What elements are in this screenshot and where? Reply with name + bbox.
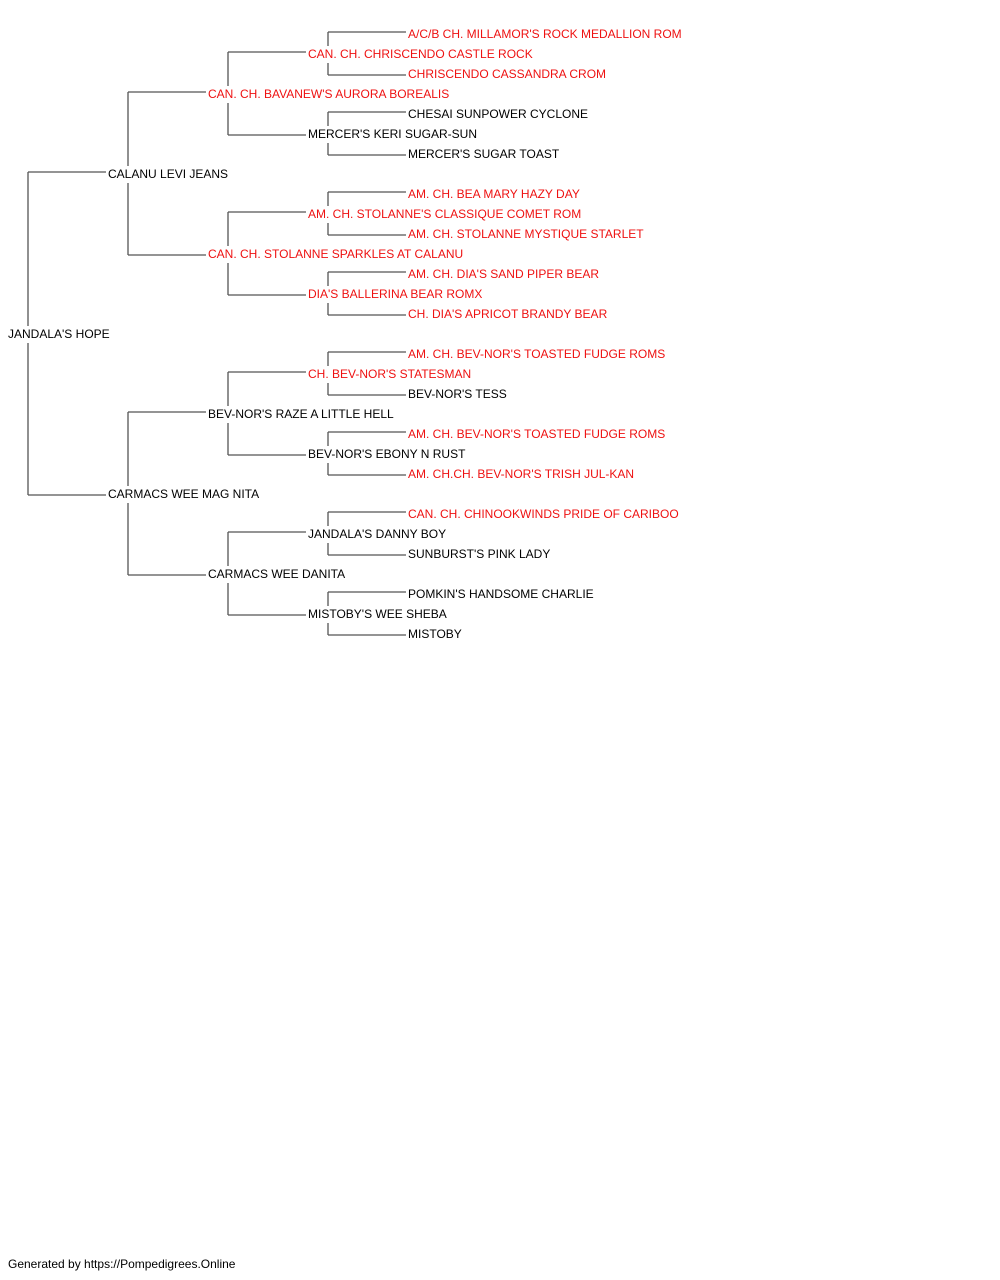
ancestor-name: AM. CH. BEV-NOR'S TOASTED FUDGE ROMS [407, 347, 667, 361]
ancestor-name: CAN. CH. CHRISCENDO CASTLE ROCK [307, 47, 534, 61]
ancestor-name: CAN. CH. CHINOOKWINDS PRIDE OF CARIBOO [407, 507, 680, 521]
ancestor-name: AM. CH. DIA'S SAND PIPER BEAR [407, 267, 600, 281]
ancestor-name: MERCER'S KERI SUGAR-SUN [307, 127, 478, 141]
ancestor-name: AM. CH.CH. BEV-NOR'S TRISH JUL-KAN [407, 467, 636, 481]
ancestor-name: AM. CH. BEV-NOR'S TOASTED FUDGE ROMS [407, 427, 667, 441]
ancestor-name: CH. BEV-NOR'S STATESMAN [307, 367, 473, 381]
generated-by-footer: Generated by https://Pompedigrees.Online [8, 1257, 236, 1271]
ancestor-name: SUNBURST'S PINK LADY [407, 547, 552, 561]
ancestor-name: BEV-NOR'S RAZE A LITTLE HELL [207, 407, 395, 421]
ancestor-name: AM. CH. STOLANNE'S CLASSIQUE COMET ROM [307, 207, 583, 221]
ancestor-name: POMKIN'S HANDSOME CHARLIE [407, 587, 595, 601]
ancestor-name: CALANU LEVI JEANS [107, 167, 230, 181]
ancestor-name: CHESAI SUNPOWER CYCLONE [407, 107, 590, 121]
ancestor-name: CH. DIA'S APRICOT BRANDY BEAR [407, 307, 609, 321]
ancestor-name: MERCER'S SUGAR TOAST [407, 147, 561, 161]
ancestor-name: CARMACS WEE MAG NITA [107, 487, 261, 501]
ancestor-name: JANDALA'S DANNY BOY [307, 527, 448, 541]
ancestor-name: A/C/B CH. MILLAMOR'S ROCK MEDALLION ROM [407, 27, 683, 41]
ancestor-name: DIA'S BALLERINA BEAR ROMX [307, 287, 484, 301]
ancestor-name: CARMACS WEE DANITA [207, 567, 347, 581]
ancestor-name: CHRISCENDO CASSANDRA CROM [407, 67, 608, 81]
ancestor-name: CAN. CH. STOLANNE SPARKLES AT CALANU [207, 247, 465, 261]
ancestor-name: AM. CH. BEA MARY HAZY DAY [407, 187, 581, 201]
ancestor-name: MISTOBY [407, 627, 463, 641]
ancestor-name: BEV-NOR'S TESS [407, 387, 508, 401]
ancestor-name: BEV-NOR'S EBONY N RUST [307, 447, 467, 461]
subject-name: JANDALA'S HOPE [7, 327, 111, 341]
ancestor-name: AM. CH. STOLANNE MYSTIQUE STARLET [407, 227, 645, 241]
ancestor-name: CAN. CH. BAVANEW'S AURORA BOREALIS [207, 87, 451, 101]
ancestor-name: MISTOBY'S WEE SHEBA [307, 607, 448, 621]
